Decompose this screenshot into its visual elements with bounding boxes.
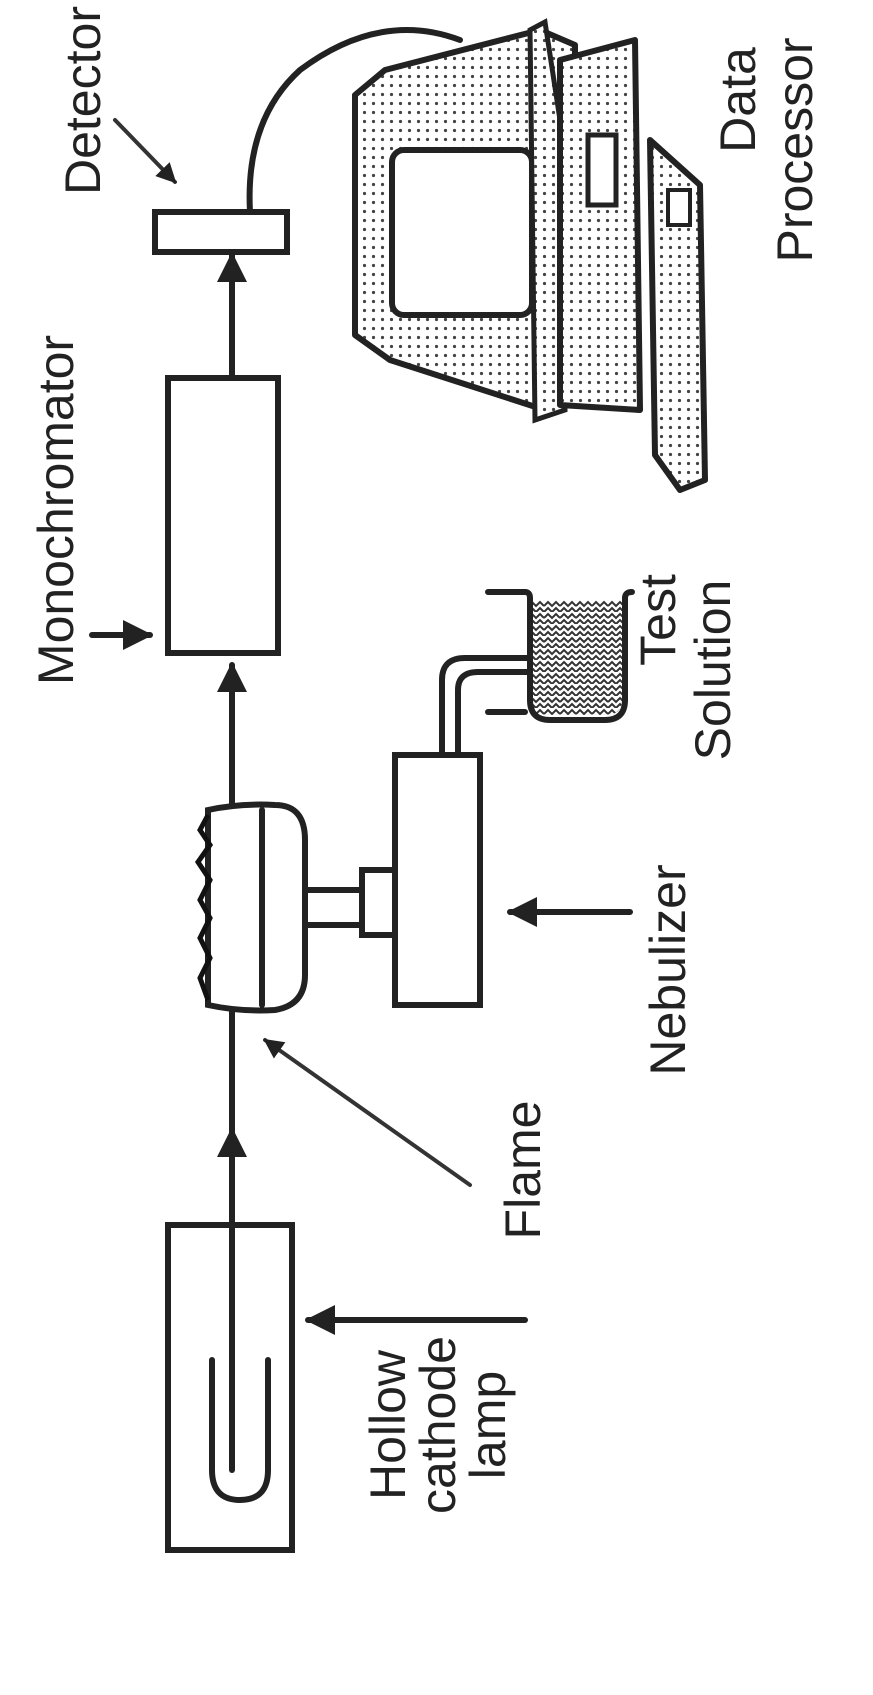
label-solution: Solution [685,580,741,761]
label-hollow: Hollow [360,1349,416,1500]
flame-pointer-arrow [263,1038,472,1187]
label-flame: Flame [495,1101,551,1240]
detector-box [152,209,290,255]
monochromator-box [165,375,281,656]
beaker-icon [485,589,635,723]
sample-tube [439,655,563,758]
detector-cable [246,27,463,215]
hollow-cathode-lamp [165,1222,295,1553]
computer-icon [352,18,708,493]
label-processor: Processor [767,37,823,262]
detector-pointer-arrow [113,118,177,184]
nebulizer [359,752,483,1008]
flame-burner [194,801,368,1014]
flame-edge-icon [194,813,214,1001]
label-detector: Detector [55,6,111,195]
label-lamp: lamp [460,1371,516,1479]
label-monochromator: Monochromator [28,335,84,685]
label-cathode: cathode [410,1336,466,1514]
label-data: Data [710,47,766,153]
label-test: Test [630,574,686,666]
label-nebulizer: Nebulizer [640,864,696,1075]
sample-tube-inner [455,669,563,758]
